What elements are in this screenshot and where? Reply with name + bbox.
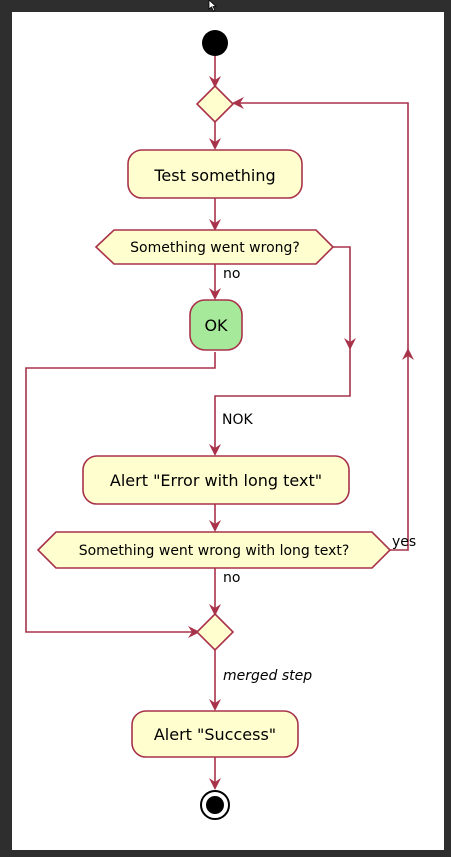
edge-decision1-right [331,246,356,350]
edge-nok-merge [209,348,351,456]
activity-diagram: Test something Something went wrong? no … [25,30,416,820]
activity-alert-success [131,710,299,758]
activity-test-something [127,149,303,199]
activity-alert-error-label: Alert "Error with long text" [110,471,322,490]
decision-something-went-wrong-label: Something went wrong? [130,240,300,256]
activity-ok-label: OK [204,316,228,335]
merge-diamond-bottom [195,612,235,652]
edge-ok-to-merge [25,352,216,638]
start-node-icon [202,30,228,56]
decision-something-went-wrong-long-label: Something went wrong with long text? [79,543,350,559]
label-nok: NOK [222,412,253,428]
diagram-canvas: Test something Something went wrong? no … [12,12,444,850]
activity-alert-error [82,455,350,505]
edge-loop-back [388,348,414,551]
edge-loop-back-top [232,97,409,350]
mouse-pointer-icon [208,0,218,12]
activity-test-something-label: Test something [153,166,275,185]
decision-something-went-wrong [94,229,335,265]
label-merged-step: merged step [223,668,312,684]
merge-diamond-top [195,84,235,124]
activity-alert-success-label: Alert "Success" [154,725,276,744]
activity-ok [189,299,243,351]
label-yes: yes [392,534,416,550]
end-node-icon [200,790,230,820]
label-no-1: no [223,266,240,282]
label-no-2: no [223,570,240,586]
decision-something-went-wrong-long [36,531,392,569]
